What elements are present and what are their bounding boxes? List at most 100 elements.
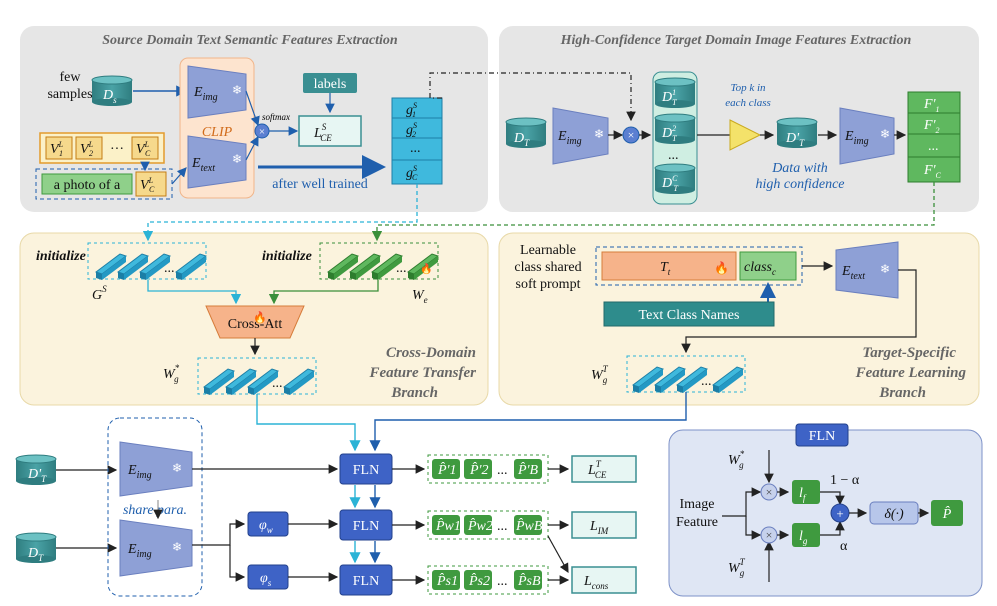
svg-text:Lcons: Lcons: [583, 574, 609, 591]
few-samples-label-2: samples: [47, 87, 92, 102]
fln-title-badge: [795, 423, 849, 447]
softmax-label: softmax: [262, 112, 290, 122]
labels-box: [303, 73, 357, 93]
source-loss-box: [298, 115, 362, 147]
frozen-icon: ❄: [172, 540, 182, 554]
bottom-eimg-encoder-1: [119, 441, 193, 497]
svg-text:Etext: Etext: [841, 264, 865, 282]
classc-token: [739, 251, 797, 281]
p-row3-3: P̂sB: [517, 573, 541, 589]
svg-text:Feature Transfer: Feature Transfer: [368, 365, 476, 381]
we-label: We: [412, 288, 428, 305]
p-hat-block: [931, 500, 963, 526]
wg-star-label: W*g: [163, 363, 180, 384]
labels-text: labels: [314, 77, 347, 92]
frozen-icon: ❄: [594, 127, 604, 141]
tt-token: [601, 251, 737, 281]
cross-att-block: [205, 305, 305, 339]
target-eimg-encoder: [552, 107, 609, 165]
svg-text:class shared: class shared: [514, 260, 581, 275]
target-panel: [499, 26, 979, 212]
svg-text:DT: DT: [27, 546, 44, 563]
svg-text:FLN: FLN: [809, 429, 835, 444]
svg-text:Data with: Data with: [771, 161, 828, 176]
prediction-row-3: [427, 565, 549, 595]
loss-ce-box: [571, 455, 637, 483]
prediction-row-1: [427, 454, 549, 484]
loss-im-box: [571, 511, 637, 539]
svg-text:...: ...: [701, 374, 712, 389]
photo-prompt: [41, 173, 133, 195]
svg-text:×: ×: [628, 128, 635, 142]
source-eimg-encoder: [187, 65, 247, 119]
svg-text:a photo of a: a photo of a: [54, 178, 121, 193]
svg-text:Eimg: Eimg: [127, 542, 152, 560]
svg-text:...: ...: [668, 148, 679, 163]
frozen-icon: ❄: [880, 127, 890, 141]
svg-text:...: ...: [497, 574, 508, 589]
svg-text:×: ×: [766, 485, 773, 499]
source-etext-encoder: [187, 135, 247, 189]
one-minus-alpha-label: 1 − α: [830, 473, 860, 488]
svg-text:FLN: FLN: [353, 463, 379, 478]
frozen-icon: ❄: [880, 262, 890, 276]
p-row2-3: P̂wB: [515, 518, 543, 534]
svg-text:VLC: VLC: [136, 140, 151, 158]
clip-label: CLIP: [202, 125, 233, 140]
svg-text:VL2: VL2: [80, 140, 94, 158]
svg-text:FLN: FLN: [353, 519, 379, 534]
p-row1-1: P̂'1: [437, 462, 457, 478]
p-row1-3: P̂'B: [517, 462, 539, 478]
svg-text:soft prompt: soft prompt: [516, 277, 581, 292]
p-row3-1: P̂s1: [436, 573, 458, 589]
svg-text:Eimg: Eimg: [127, 463, 152, 481]
svg-text:Target-Specific: Target-Specific: [862, 345, 956, 361]
svg-text:lg: lg: [799, 529, 808, 546]
svg-text:Learnable: Learnable: [520, 243, 576, 258]
lg-block: [792, 523, 820, 547]
svg-text:...: ...: [164, 261, 175, 276]
frozen-icon: ❄: [232, 83, 242, 97]
p-row2-1: P̂w1: [435, 518, 461, 534]
svg-text:Feature: Feature: [676, 515, 718, 530]
svg-text:high confidence: high confidence: [755, 177, 844, 192]
svg-text:F'1: F'1: [923, 97, 940, 114]
svg-text:lf: lf: [799, 486, 807, 503]
svg-text:Feature Learning: Feature Learning: [855, 365, 967, 381]
text-class-names-box: [603, 301, 775, 327]
gs-label: GS: [92, 284, 107, 303]
fln-wg-star-label: W*g: [728, 449, 745, 470]
fire-icon: 🔥: [253, 311, 267, 324]
fire-icon: 🔥: [714, 261, 729, 275]
fire-icon: 🔥: [420, 262, 432, 275]
bottom-eimg-encoder-2: [119, 519, 193, 577]
svg-text:LIM: LIM: [589, 519, 609, 536]
svg-text:×: ×: [766, 528, 773, 542]
svg-text:...: ...: [497, 463, 508, 478]
vc-token: [131, 136, 159, 160]
source-semantic-features: [391, 97, 443, 185]
svg-text:initialize: initialize: [36, 249, 86, 264]
svg-text:...: ...: [928, 139, 939, 154]
after-well-trained-label: after well trained: [272, 177, 368, 192]
svg-text:DT: DT: [513, 131, 530, 148]
source-eimg-label: Eimg: [193, 85, 218, 103]
svg-text:classc: classc: [744, 260, 776, 277]
svg-text:D2T: D2T: [661, 124, 677, 143]
svg-text:×: ×: [259, 126, 265, 138]
v2-token: [75, 136, 103, 160]
svg-text:Branch: Branch: [878, 385, 926, 401]
svg-text:VLC: VLC: [140, 176, 155, 194]
svg-text:Tt: Tt: [660, 260, 671, 277]
svg-text:Text Class Names: Text Class Names: [639, 308, 740, 323]
target-image-features: [907, 91, 961, 183]
frozen-icon: ❄: [172, 461, 182, 475]
v1-token: [45, 136, 73, 160]
lf-block: [792, 480, 820, 504]
filter-triangle-icon: [729, 119, 762, 151]
